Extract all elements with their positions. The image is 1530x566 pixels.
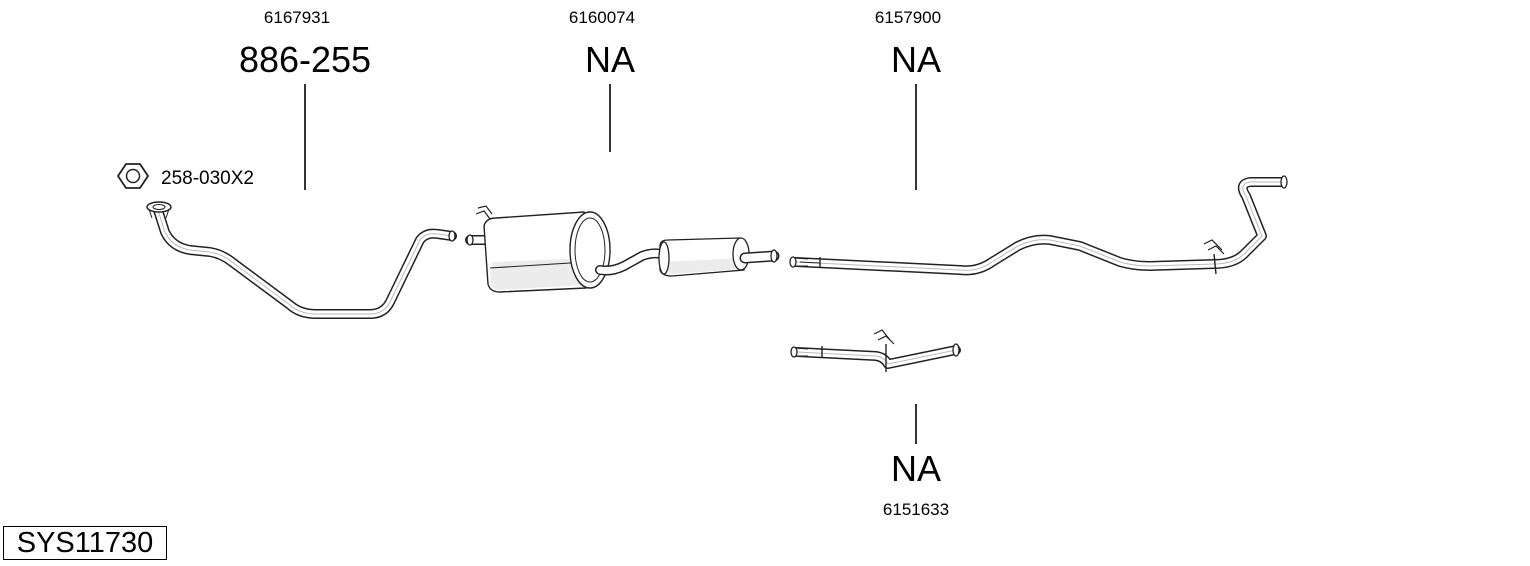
part-number-front-pipe[interactable]: 886-255 [239, 39, 371, 80]
tail-pipe-part[interactable] [790, 329, 961, 372]
oem-number-middle-silencer: 6160074 [569, 8, 635, 27]
rear-pipe-part[interactable] [789, 175, 1288, 276]
part-number-tail-pipe[interactable]: NA [891, 448, 941, 489]
system-id-label: SYS11730 [3, 526, 167, 560]
part-number-middle-silencer[interactable]: NA [585, 39, 635, 80]
part-number-rear-pipe[interactable]: NA [891, 39, 941, 80]
oem-number-front-pipe: 6167931 [264, 8, 330, 27]
middle-silencer-part[interactable] [465, 205, 780, 293]
oem-number-rear-pipe: 6157900 [875, 8, 941, 27]
front-pipe-part[interactable] [146, 201, 457, 319]
oem-number-tail-pipe: 6151633 [883, 500, 949, 519]
accessory-label: 258-030X2 [161, 168, 254, 189]
hex-nut-icon[interactable] [116, 163, 150, 189]
